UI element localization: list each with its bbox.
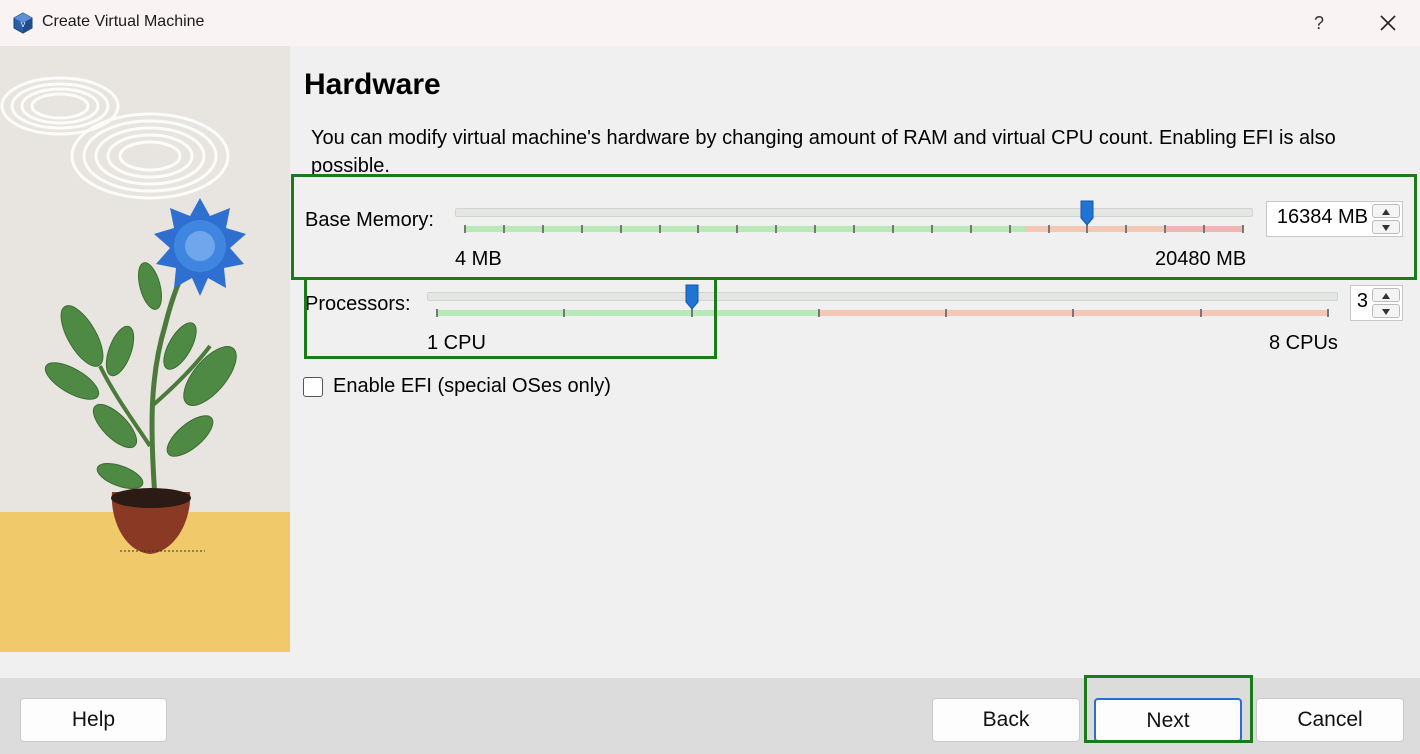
enable-efi-checkbox[interactable]: Enable EFI (special OSes only) xyxy=(303,375,611,398)
memory-decrement-button[interactable] xyxy=(1372,220,1400,234)
next-highlight-box xyxy=(1084,675,1253,743)
context-help-button[interactable]: ? xyxy=(1313,13,1324,33)
memory-tick xyxy=(814,225,817,233)
memory-value: 16384 MB xyxy=(1276,206,1368,228)
memory-tick xyxy=(502,225,505,233)
processors-tick xyxy=(563,309,566,317)
memory-max-label: 20480 MB xyxy=(1155,248,1247,270)
memory-tick xyxy=(619,225,622,233)
help-button[interactable]: Help xyxy=(20,698,167,742)
base-memory-highlight-box xyxy=(291,174,1417,280)
memory-tick xyxy=(1164,225,1167,233)
memory-tick xyxy=(775,225,778,233)
memory-warn-range xyxy=(1025,226,1166,232)
memory-tick xyxy=(1008,225,1011,233)
memory-tick xyxy=(580,225,583,233)
processors-increment-button[interactable] xyxy=(1372,288,1400,302)
processors-highlight-box xyxy=(304,277,717,359)
processors-tick xyxy=(1199,309,1202,317)
processors-tick xyxy=(945,309,948,317)
processors-safe-range xyxy=(437,310,821,316)
processors-tick xyxy=(1072,309,1075,317)
hardware-page: Hardware You can modify virtual machine'… xyxy=(290,46,1420,678)
processors-tick xyxy=(690,309,693,317)
page-description: You can modify virtual machine's hardwar… xyxy=(311,127,1336,177)
title-bar: V Create Virtual Machine ? xyxy=(0,0,1420,46)
processors-spinbox[interactable]: 3 xyxy=(1350,285,1403,321)
processors-slider-track[interactable] xyxy=(427,292,1338,301)
memory-tick xyxy=(736,225,739,233)
memory-tick xyxy=(658,225,661,233)
memory-tick xyxy=(969,225,972,233)
window-title: Create Virtual Machine xyxy=(42,13,205,30)
memory-tick xyxy=(1203,225,1206,233)
processors-min-label: 1 CPU xyxy=(427,332,486,354)
cancel-button[interactable]: Cancel xyxy=(1256,698,1404,742)
arrow-down-icon xyxy=(1382,225,1390,231)
processors-max-label: 8 CPUs xyxy=(1269,332,1338,354)
memory-tick xyxy=(464,225,466,233)
memory-tick xyxy=(697,225,700,233)
processors-decrement-button[interactable] xyxy=(1372,304,1400,318)
memory-spinbox[interactable]: 16384 MB xyxy=(1266,201,1403,237)
arrow-up-icon xyxy=(1382,209,1390,215)
memory-tick xyxy=(541,225,544,233)
close-icon[interactable] xyxy=(1372,8,1404,38)
processors-value: 3 xyxy=(1356,290,1368,312)
memory-tick xyxy=(891,225,894,233)
memory-min-label: 4 MB xyxy=(455,248,502,270)
memory-tick xyxy=(1242,225,1244,233)
processors-label: Processors: xyxy=(305,293,411,315)
checkbox-icon[interactable] xyxy=(303,376,323,397)
memory-tick xyxy=(853,225,855,233)
memory-tick xyxy=(930,225,933,233)
arrow-down-icon xyxy=(1382,309,1390,315)
svg-text:V: V xyxy=(21,21,26,29)
processors-tick xyxy=(436,309,438,317)
processors-slider-handle[interactable] xyxy=(685,284,699,310)
wizard-illustration xyxy=(0,46,290,652)
dialog-footer: Help Back Next Cancel xyxy=(0,675,1420,754)
enable-efi-label: Enable EFI (special OSes only) xyxy=(333,375,611,397)
back-button[interactable]: Back xyxy=(932,698,1080,742)
memory-tick xyxy=(1047,225,1050,233)
memory-increment-button[interactable] xyxy=(1372,204,1400,218)
arrow-up-icon xyxy=(1382,293,1390,299)
base-memory-label: Base Memory: xyxy=(305,209,434,231)
memory-safe-range xyxy=(465,226,1026,232)
virtualbox-icon: V xyxy=(13,12,33,34)
processors-tick xyxy=(1327,309,1329,317)
memory-tick xyxy=(1086,225,1089,233)
memory-slider-track[interactable] xyxy=(455,208,1253,217)
memory-tick xyxy=(1125,225,1128,233)
processors-tick xyxy=(817,309,820,317)
page-title: Hardware xyxy=(304,68,441,101)
memory-slider-handle[interactable] xyxy=(1080,200,1094,226)
